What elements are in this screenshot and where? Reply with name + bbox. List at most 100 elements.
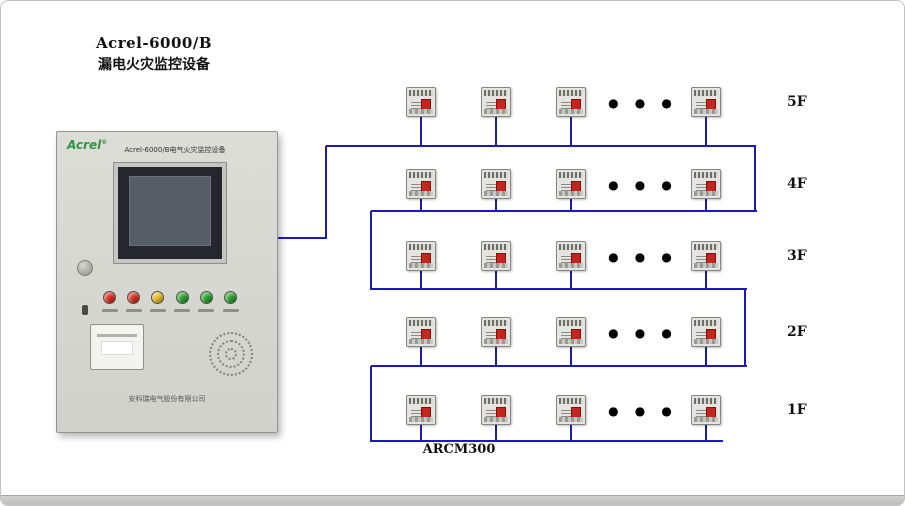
indicator-light-6 [224, 291, 237, 304]
device-text-lines [561, 330, 571, 342]
wire-segment [371, 288, 747, 290]
device-bottom-terminals [409, 191, 433, 196]
wire-segment [495, 199, 497, 211]
arcm300-device [691, 395, 721, 425]
indicator-label [222, 309, 239, 312]
device-terminals [484, 320, 508, 326]
wire-segment [420, 199, 422, 211]
device-bottom-terminals [694, 263, 718, 268]
floor-label-4f: 4F [787, 176, 807, 192]
floor-label-5f: 5F [787, 94, 807, 110]
buzzer [77, 260, 93, 276]
wire-segment [705, 425, 707, 441]
device-terminals [694, 398, 718, 404]
device-bottom-terminals [694, 417, 718, 422]
acrel-logo-text: Acrel [67, 138, 102, 152]
wire-segment [325, 146, 327, 239]
device-bottom-terminals [409, 339, 433, 344]
arcm300-device [406, 395, 436, 425]
device-terminals [409, 244, 433, 250]
device-text-lines [411, 408, 421, 420]
speaker-ring [217, 340, 245, 368]
wire-segment [570, 271, 572, 289]
device-bottom-terminals [484, 263, 508, 268]
device-terminals [409, 172, 433, 178]
indicator-label [125, 309, 142, 312]
device-text-lines [696, 330, 706, 342]
floor-label-3f: 3F [787, 248, 807, 264]
arcm300-device [556, 87, 586, 117]
device-text-lines [411, 100, 421, 112]
device-bottom-terminals [409, 109, 433, 114]
acrel-logo: Acrel® [67, 138, 107, 152]
arcm300-device [406, 241, 436, 271]
wire-segment [570, 117, 572, 146]
wire-segment [420, 347, 422, 366]
device-terminals [694, 90, 718, 96]
device-terminals [694, 172, 718, 178]
wire-segment [705, 271, 707, 289]
device-model-label: ARCM300 [422, 442, 496, 457]
arcm300-device [556, 395, 586, 425]
device-text-lines [486, 100, 496, 112]
indicator-label [101, 309, 118, 312]
arcm300-device [481, 317, 511, 347]
device-terminals [694, 244, 718, 250]
device-bottom-terminals [559, 263, 583, 268]
device-terminals [559, 320, 583, 326]
wire-segment [370, 211, 372, 290]
wire-segment [495, 271, 497, 289]
device-terminals [559, 90, 583, 96]
device-text-lines [561, 100, 571, 112]
device-text-lines [486, 182, 496, 194]
continuation-dots: ● ● ● [608, 250, 678, 264]
device-text-lines [486, 330, 496, 342]
device-bottom-terminals [484, 339, 508, 344]
lock-keyhole [82, 305, 88, 315]
indicator-lights [57, 132, 277, 432]
device-terminals [409, 90, 433, 96]
arcm300-device [691, 317, 721, 347]
wire-segment [495, 117, 497, 146]
arcm300-device [691, 87, 721, 117]
screen-bezel [113, 162, 227, 264]
wire-segment [705, 347, 707, 366]
arcm300-device [406, 317, 436, 347]
device-terminals [484, 90, 508, 96]
device-bottom-terminals [484, 109, 508, 114]
device-bottom-terminals [484, 417, 508, 422]
continuation-dots: ● ● ● [608, 326, 678, 340]
diagram-title: Acrel-6000/B 漏电火灾监控设备 [79, 34, 229, 74]
wire-segment [495, 425, 497, 441]
indicator-light-1 [103, 291, 116, 304]
arcm300-device [556, 169, 586, 199]
continuation-dots: ● ● ● [608, 96, 678, 110]
device-text-lines [561, 254, 571, 266]
device-text-lines [561, 408, 571, 420]
wire-segment [371, 440, 723, 442]
lcd-screen-inner [129, 176, 211, 246]
device-terminals [484, 398, 508, 404]
device-text-lines [411, 330, 421, 342]
indicator-label [198, 309, 215, 312]
wire-segment [495, 347, 497, 366]
device-text-lines [696, 254, 706, 266]
indicator-light-5 [199, 291, 213, 304]
indicator-light-3 [151, 291, 165, 304]
wire-segment [420, 117, 422, 146]
device-bottom-terminals [559, 339, 583, 344]
registered-mark: ® [101, 139, 108, 146]
device-text-lines [486, 408, 496, 420]
wire-segment [705, 117, 707, 146]
device-terminals [559, 398, 583, 404]
device-bottom-terminals [559, 109, 583, 114]
device-bottom-terminals [694, 339, 718, 344]
device-bottom-terminals [409, 263, 433, 268]
indicator-light-4 [175, 291, 189, 304]
wire-segment [371, 210, 757, 212]
arcm300-device [481, 87, 511, 117]
device-terminals [484, 244, 508, 250]
device-bottom-terminals [694, 191, 718, 196]
bottom-edge [1, 495, 904, 505]
device-terminals [409, 398, 433, 404]
